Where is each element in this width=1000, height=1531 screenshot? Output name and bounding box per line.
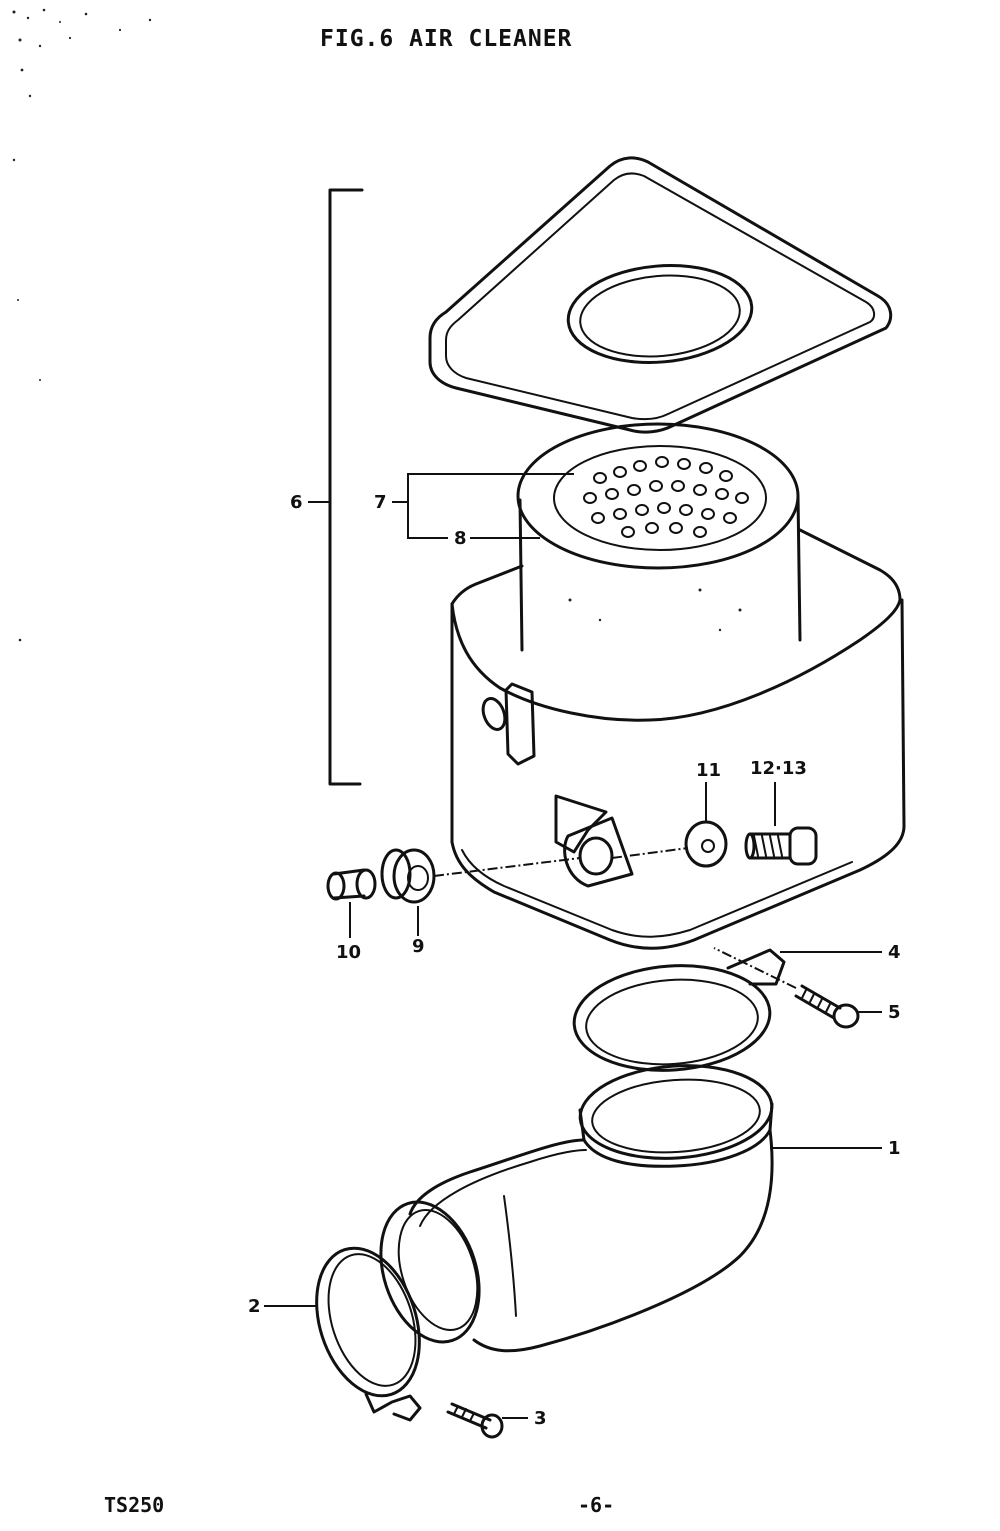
collar-10: [326, 868, 377, 938]
callout-3: 3: [534, 1408, 547, 1429]
callout-8: 8: [454, 528, 467, 549]
screw-3: [446, 1402, 528, 1439]
screw-5: [794, 984, 882, 1029]
callout-9: 9: [412, 936, 425, 957]
hose-clamp-2: [264, 1246, 422, 1422]
filter-element: [516, 422, 802, 652]
callout-10: 10: [336, 942, 361, 963]
hose-clamp-4: [572, 948, 882, 1072]
washer-11: [684, 782, 728, 868]
bolt-12-13: [744, 782, 818, 866]
callout-11: 11: [696, 760, 721, 781]
callout-leaders: [392, 473, 574, 539]
model-label: TS250: [104, 1493, 165, 1517]
scan-noise: [12, 8, 152, 642]
air-cleaner-case: [450, 528, 906, 950]
callout-4: 4: [888, 942, 901, 963]
callout-5: 5: [888, 1002, 901, 1023]
callout-12-13: 12·13: [750, 758, 807, 779]
callout-6: 6: [290, 492, 303, 513]
outlet-tube-1: [379, 1064, 882, 1353]
callout-2: 2: [248, 1296, 261, 1317]
assembly-bracket: [308, 188, 364, 786]
figure-title: FIG.6 AIR CLEANER: [320, 26, 573, 52]
callout-1: 1: [888, 1138, 901, 1159]
filter-mesh-holes: [583, 456, 749, 538]
callout-7: 7: [374, 492, 387, 513]
cover-lid: [428, 156, 893, 434]
grommet-9: [380, 848, 436, 936]
page-number: -6-: [578, 1493, 615, 1517]
